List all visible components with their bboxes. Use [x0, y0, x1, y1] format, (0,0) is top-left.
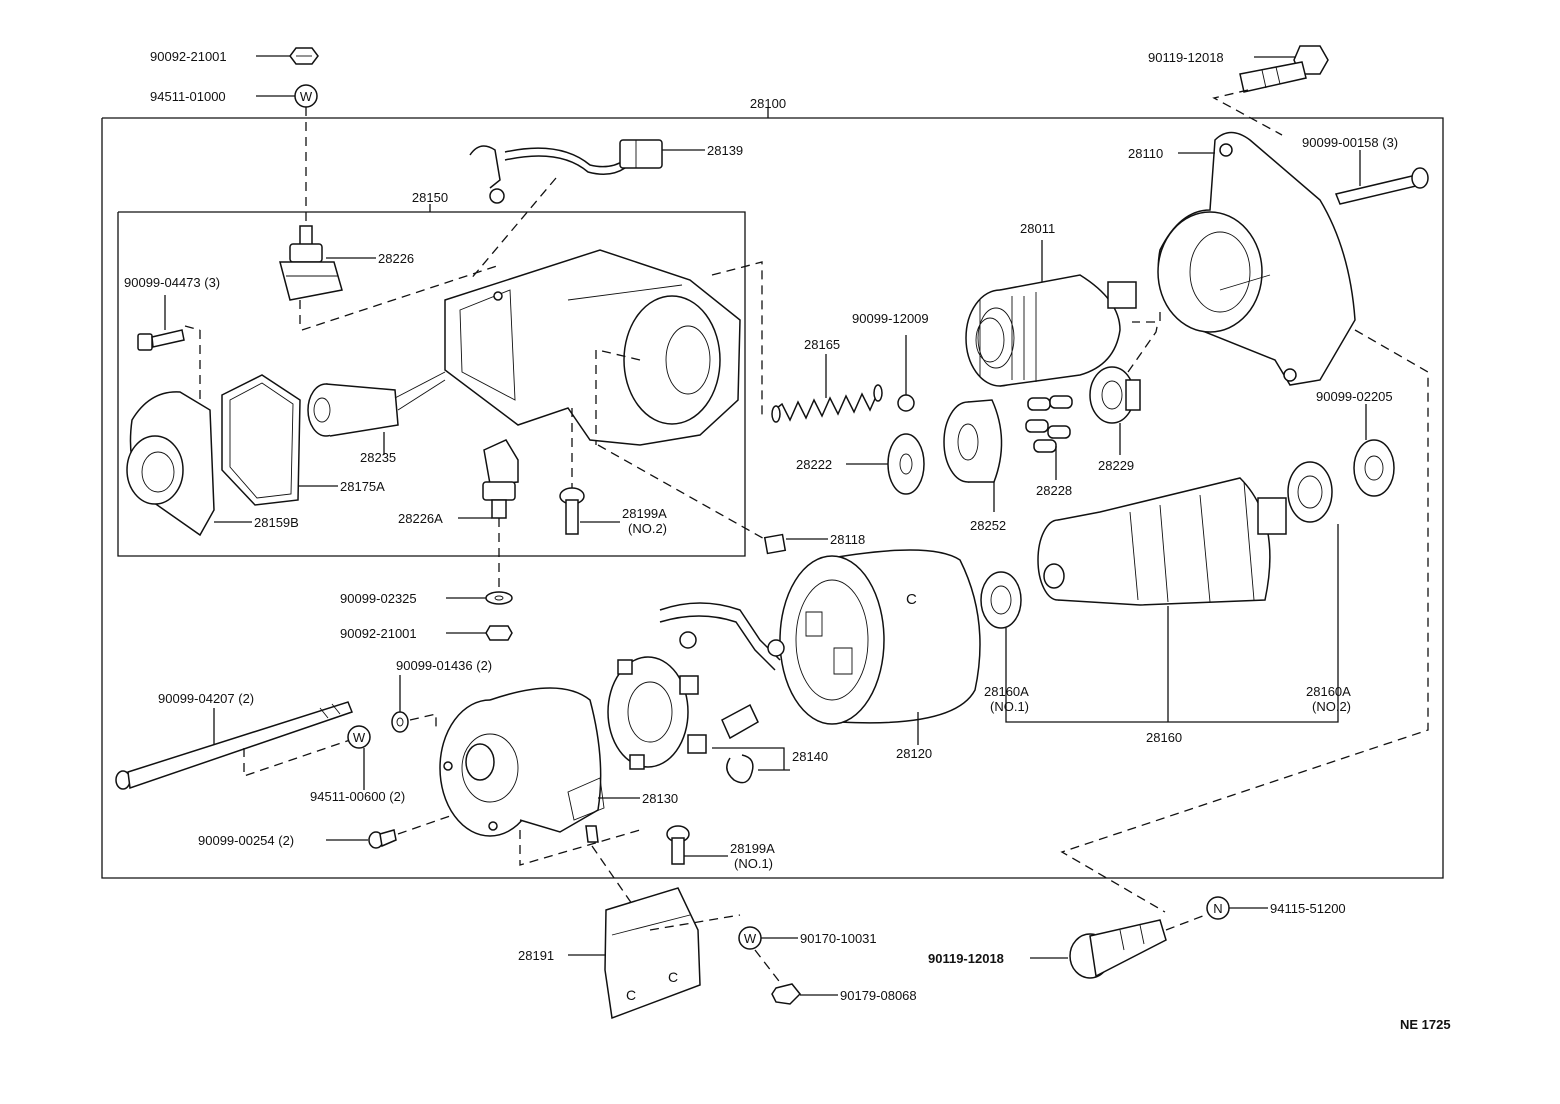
- callout-94511-01000: 94511-01000: [150, 89, 226, 104]
- callout-28252: 28252: [970, 518, 1006, 533]
- callout-28160A-no2: 28160A: [1306, 684, 1351, 699]
- callout-90119-12018-top: 90119-12018: [1148, 50, 1224, 65]
- callout-28110: 28110: [1128, 146, 1163, 161]
- nut-90092-21001-top: [289, 47, 319, 65]
- armature-28160: [1037, 477, 1287, 606]
- callout-28165: 28165: [804, 337, 840, 352]
- bolt-90099-00158: [1334, 167, 1429, 205]
- callout-28199A-no2: 28199A: [622, 506, 667, 521]
- callout-28118: 28118: [830, 532, 865, 547]
- callout-90099-04207: 90099-04207 (2): [158, 691, 254, 706]
- callout-90099-12009: 90099-12009: [852, 311, 929, 326]
- bolt-90099-04473: [137, 329, 185, 351]
- callout-90099-04473: 90099-04473 (3): [124, 275, 220, 290]
- rollers-28228: [1025, 395, 1073, 453]
- callout-28130: 28130: [642, 791, 678, 806]
- bearing-28160A-no1: [980, 571, 1022, 629]
- callout-28228: 28228: [1036, 483, 1072, 498]
- callout-90099-01436: 90099-01436 (2): [396, 658, 492, 673]
- callout-28175A: 28175A: [340, 479, 385, 494]
- callout-28199A-no2-sub: (NO.2): [628, 521, 667, 536]
- figure-code: NE 1725: [1400, 1017, 1451, 1032]
- callout-28139: 28139: [707, 143, 743, 158]
- cover-28159B: [126, 391, 215, 537]
- terminal-bolt-28226: [279, 225, 343, 330]
- callout-28011: 28011: [1020, 221, 1055, 236]
- lead-wire-28139: [469, 139, 663, 204]
- yoke-28120: C: [659, 549, 981, 725]
- callout-94511-00600: 94511-00600 (2): [310, 789, 405, 804]
- through-bolt-90099-04207: [115, 701, 353, 790]
- washer-90099-01436: [391, 711, 409, 733]
- svg-text:C: C: [668, 969, 678, 985]
- idler-gear-28252: [943, 399, 1003, 483]
- assembly-label: 28100: [750, 96, 786, 111]
- screw-28199A-no2: [559, 487, 585, 535]
- callout-28120: 28120: [896, 746, 932, 761]
- callout-28226A: 28226A: [398, 511, 443, 526]
- contact-28118: [763, 533, 787, 555]
- callout-90170-10031: 90170-10031: [800, 931, 877, 946]
- callout-28199A-no1: 28199A: [730, 841, 775, 856]
- callout-28160A-no1: 28160A: [984, 684, 1029, 699]
- solenoid-housing: [444, 249, 741, 446]
- washer-90099-02325: [485, 591, 513, 605]
- callout-28159B: 28159B: [254, 515, 299, 530]
- callout-90179-08068: 90179-08068: [840, 988, 917, 1003]
- washer-marker-w-top-label: W: [300, 89, 313, 104]
- end-frame-28130: [439, 687, 605, 837]
- callout-28140: 28140: [792, 749, 828, 764]
- washer-marker-w-bottom-label: W: [744, 931, 757, 946]
- clutch-28011: [965, 274, 1137, 387]
- spring-28165: [771, 384, 883, 423]
- callout-28160A-no1-sub: (NO.1): [990, 699, 1029, 714]
- callout-28222: 28222: [796, 457, 832, 472]
- subassembly-frame-28150: [117, 204, 746, 557]
- callout-90092-21001-mid: 90092-21001: [340, 626, 417, 641]
- callout-90099-00254: 90099-00254 (2): [198, 833, 294, 848]
- callout-90099-02205: 90099-02205: [1316, 389, 1393, 404]
- callout-28235: 28235: [360, 450, 396, 465]
- screw-90099-00254: [368, 829, 397, 849]
- plunger-28235: [307, 371, 446, 437]
- housing-28110: [1157, 131, 1356, 386]
- bolt-90119-12018-bottom: [1069, 919, 1167, 979]
- gasket-28175A: [221, 374, 301, 506]
- bracket-28191: C C: [604, 887, 701, 1020]
- ball-90099-12009: [897, 394, 915, 412]
- callout-90099-00158: 90099-00158 (3): [1302, 135, 1398, 150]
- bolt-90119-12018-top: [1239, 45, 1329, 93]
- retainer-28229: [1089, 366, 1141, 424]
- screw-28199A-no1: [666, 825, 690, 865]
- callout-90099-02325: 90099-02325: [340, 591, 417, 606]
- terminal-28226A: [482, 439, 519, 519]
- washer-28222: [887, 433, 925, 495]
- marker-n-bottom-label: N: [1213, 901, 1222, 916]
- assembly-frame-28100: [101, 108, 1444, 879]
- callout-28199A-no1-sub: (NO.1): [734, 856, 773, 871]
- seal-90099-02205: [1353, 439, 1395, 497]
- callout-90119-12018-bottom: 90119-12018: [928, 951, 1004, 966]
- svg-text:C: C: [906, 591, 917, 608]
- washer-marker-w-mid: [347, 725, 371, 749]
- brush-holder-28140: [607, 656, 707, 770]
- subassembly-label: 28150: [412, 190, 448, 205]
- bearing-28160A-no2: [1287, 461, 1333, 523]
- nut-90179-08068: [771, 983, 802, 1005]
- brush-spring-28140: [721, 703, 759, 784]
- callout-28160: 28160: [1146, 730, 1182, 745]
- svg-text:C: C: [626, 987, 636, 1003]
- washer-marker-w-mid-label: W: [353, 730, 366, 745]
- nut-90092-21001-mid: [485, 625, 513, 641]
- callout-28191: 28191: [518, 948, 554, 963]
- callout-28226: 28226: [378, 251, 414, 266]
- callout-28160A-no2-sub: (NO.2): [1312, 699, 1351, 714]
- callout-28229: 28229: [1098, 458, 1134, 473]
- callout-94115-51200: 94115-51200: [1270, 901, 1346, 916]
- stud-28130: [585, 825, 599, 843]
- callout-90092-21001-top: 90092-21001: [150, 49, 227, 64]
